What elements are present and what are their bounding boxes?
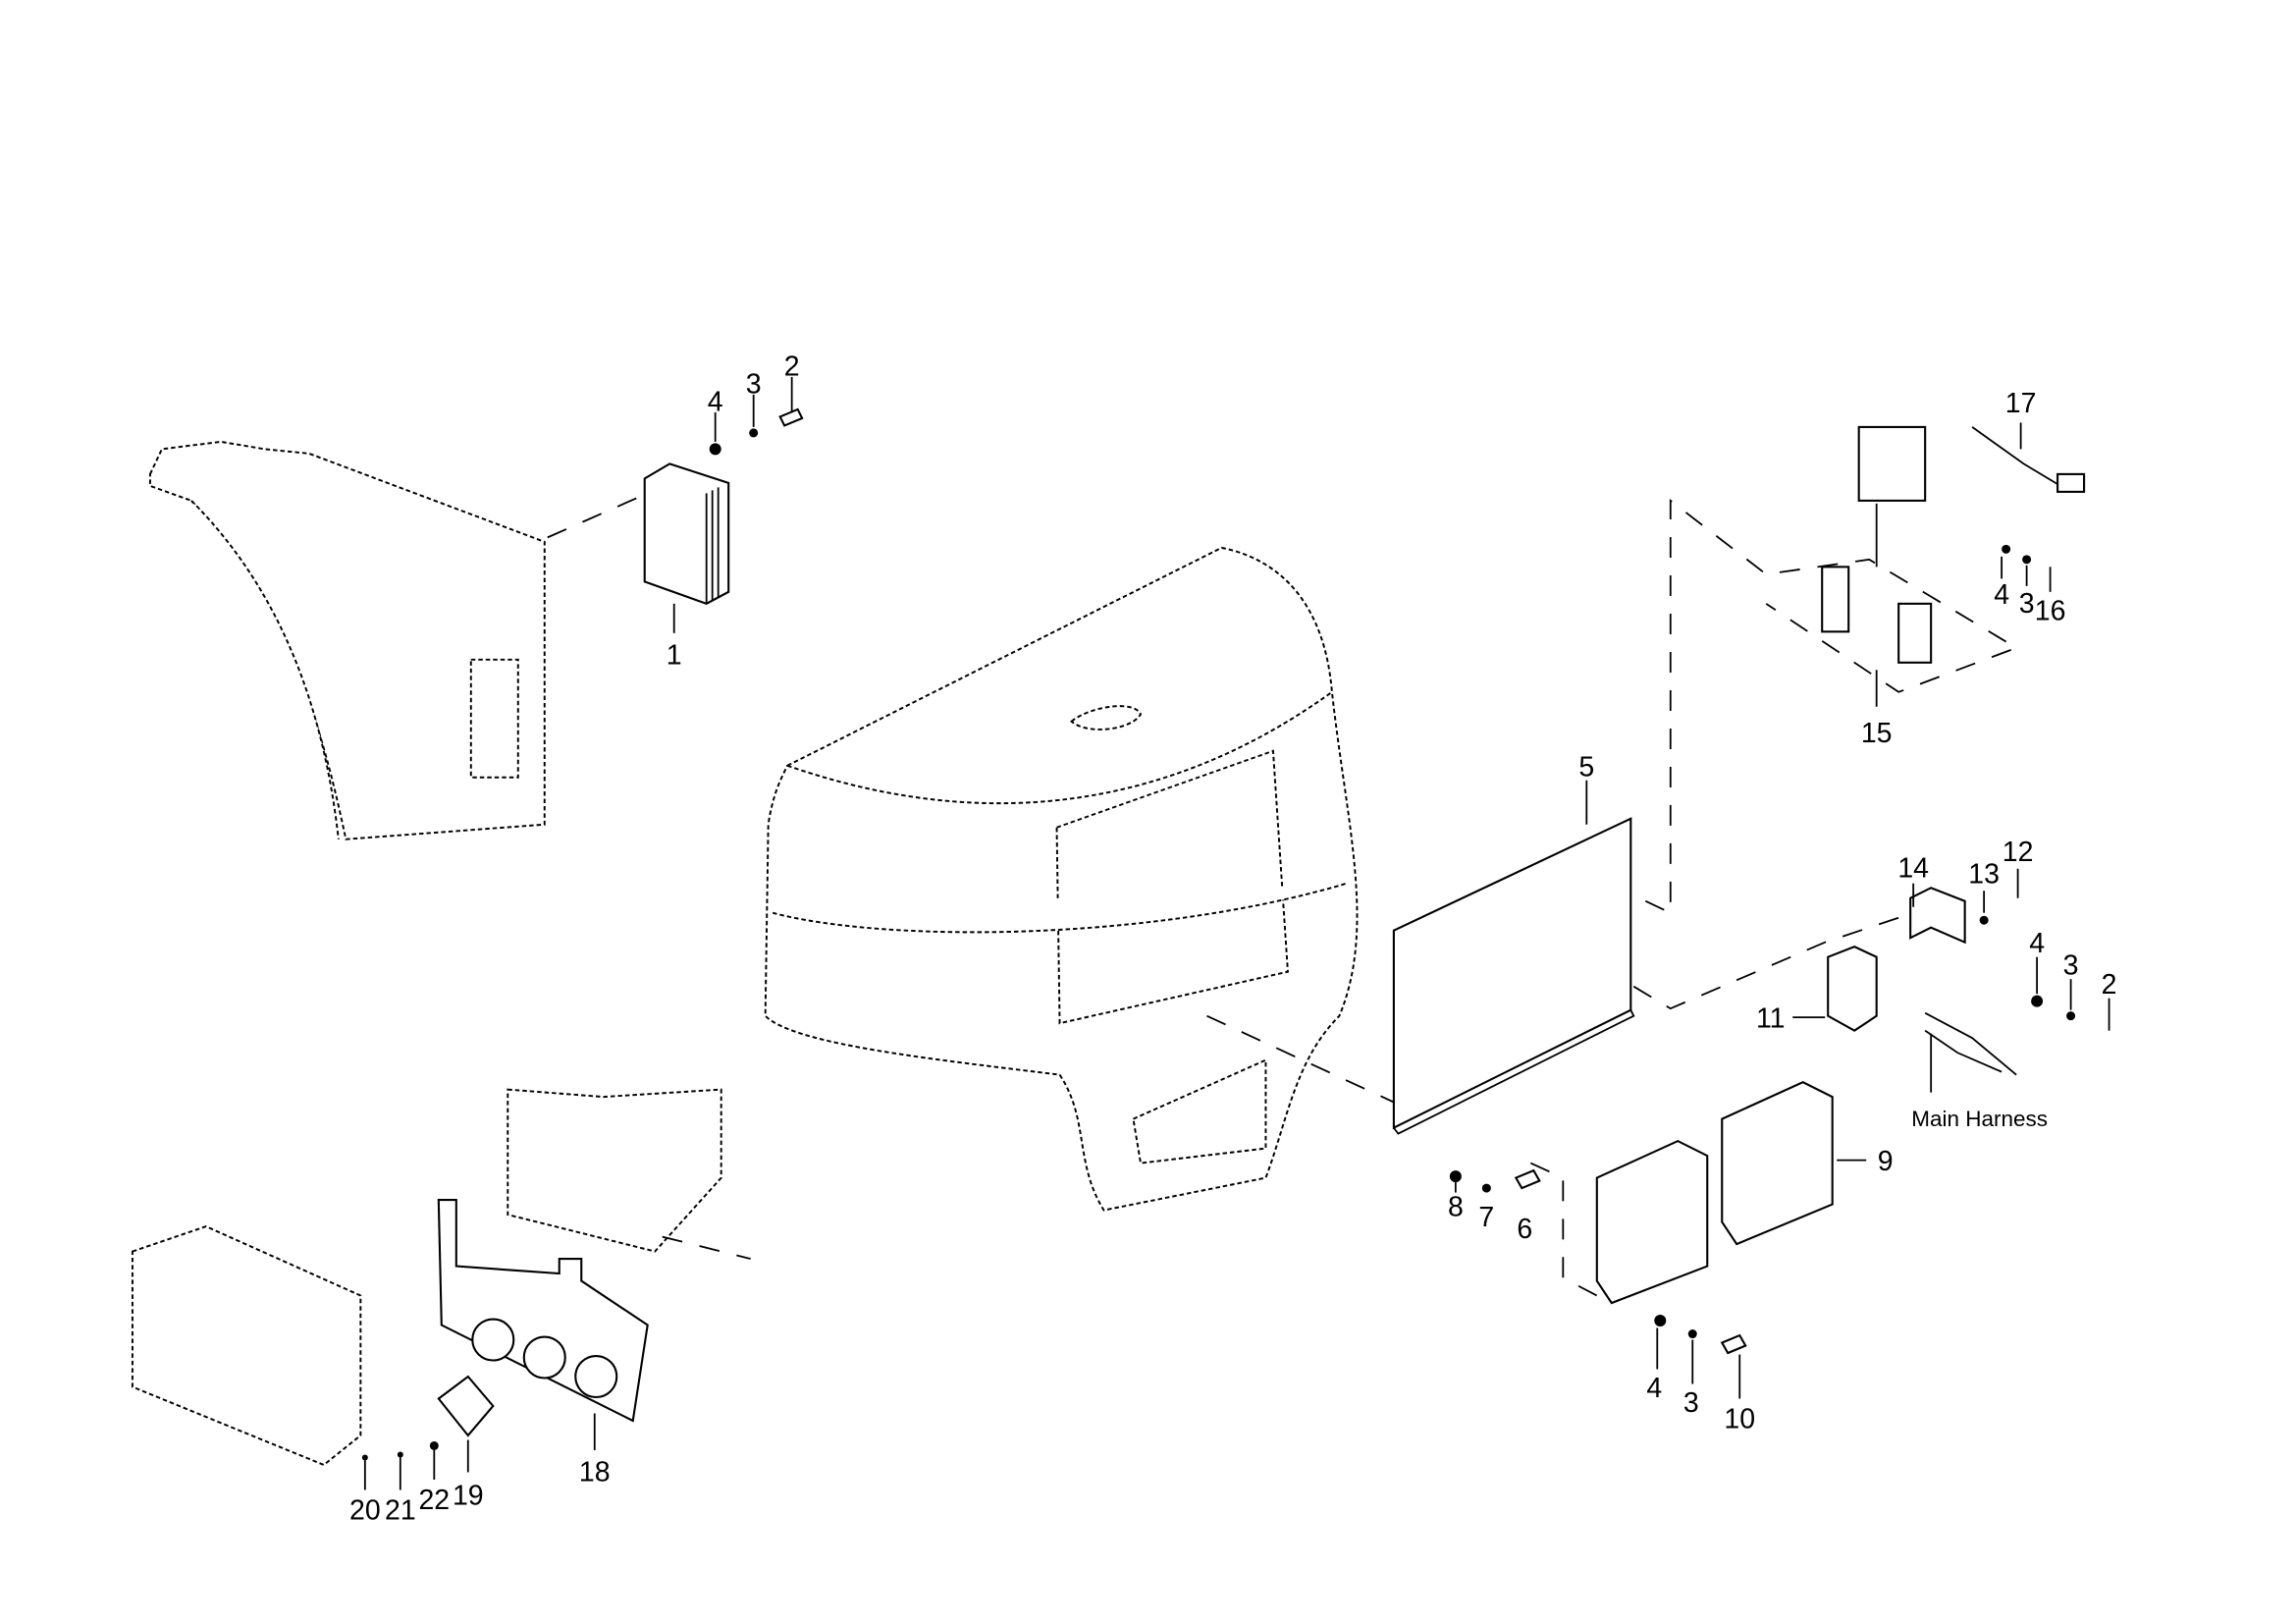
callout-13: 13 — [1968, 859, 2000, 891]
callout-6: 6 — [1517, 1214, 1532, 1245]
callout-14: 14 — [1897, 853, 1929, 885]
callout-3: 3 — [2063, 950, 2079, 982]
lower-brackets — [131, 1088, 722, 1467]
callout-18: 18 — [579, 1456, 611, 1488]
part-1-module — [643, 462, 730, 605]
callout-16: 16 — [2035, 595, 2066, 626]
callout-8: 8 — [1448, 1192, 1464, 1223]
callout-7: 7 — [1478, 1202, 1494, 1233]
callout-3: 3 — [1683, 1387, 1699, 1419]
main-harness-label: Main Harness — [1911, 1107, 2048, 1131]
callout-20: 20 — [349, 1494, 381, 1526]
callout-15: 15 — [1861, 718, 1893, 749]
callout-2: 2 — [784, 351, 800, 382]
callout-4: 4 — [1994, 579, 2009, 611]
callout-21: 21 — [385, 1494, 416, 1526]
callout-12: 12 — [2002, 837, 2034, 868]
callout-3: 3 — [746, 368, 762, 400]
part-5-plate — [1392, 817, 1635, 1135]
part-9-controllers — [1595, 1080, 1834, 1305]
callout-11: 11 — [1756, 1003, 1786, 1035]
callout-3: 3 — [2019, 588, 2035, 620]
callout-4: 4 — [2029, 928, 2045, 959]
callout-1: 1 — [667, 639, 682, 671]
callout-22: 22 — [418, 1485, 450, 1516]
callout-17: 17 — [2005, 388, 2037, 419]
fender-panel — [148, 440, 546, 840]
counterweight-cowl — [764, 546, 1359, 1212]
callout-19: 19 — [453, 1480, 484, 1511]
callout-9: 9 — [1878, 1146, 1894, 1177]
callout-10: 10 — [1724, 1403, 1755, 1435]
callout-5: 5 — [1578, 751, 1594, 783]
callout-4: 4 — [1646, 1373, 1662, 1404]
callout-2: 2 — [2102, 969, 2117, 1001]
callout-4: 4 — [708, 386, 723, 417]
part-15-fuse-block — [1821, 425, 1933, 664]
